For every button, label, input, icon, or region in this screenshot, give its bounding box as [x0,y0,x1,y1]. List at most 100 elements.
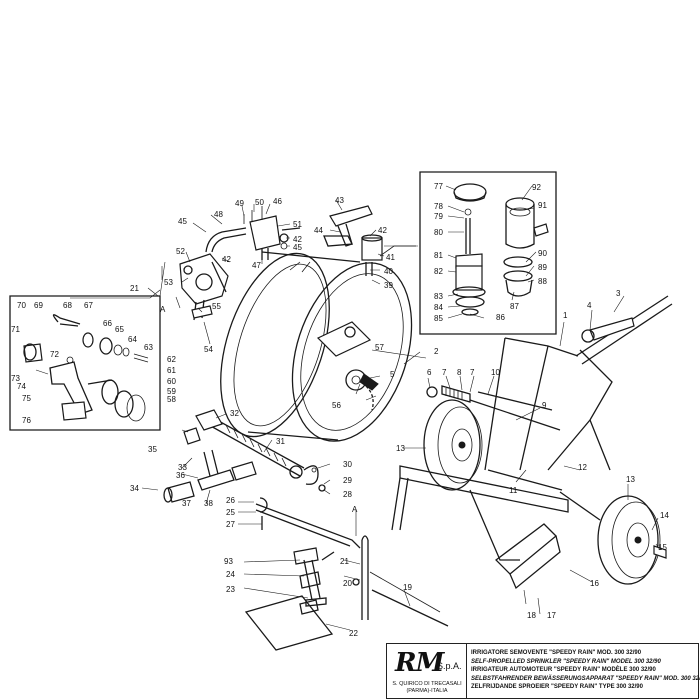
callout: 89 [538,263,547,272]
inset-piston-detail [419,171,557,335]
callout: 2 [434,347,439,356]
company-suffix: S.p.A. [437,661,462,671]
callout: 3 [616,289,621,298]
callout: 64 [128,335,137,344]
hose-reel-drum [220,251,413,442]
callout: 68 [63,301,72,310]
guide-rod [371,589,449,627]
callout: 35 [148,445,157,454]
section-mark-a: A [352,505,358,514]
callout: 41 [386,253,395,262]
callout: 23 [226,585,235,594]
callout-labels: 1 2 3 4 5 6 7 7 8 9 10 11 12 13 13 14 15… [11,182,669,638]
callout: 65 [115,325,124,334]
callout: 31 [276,437,285,446]
callout: 1 [563,311,568,320]
callout: 66 [103,319,112,328]
callout: 17 [547,611,556,620]
callout: 44 [314,226,323,235]
inset-valve-detail [9,295,161,431]
callout: 45 [178,217,187,226]
section-marks: A A [160,305,358,514]
title-block: RM S.p.A. S. QUIRICO DI TRECASALI (PARMA… [386,643,700,699]
callout: 21 [340,557,349,566]
callout: 7 [470,368,475,377]
callout: 81 [434,251,443,260]
callout: 83 [434,292,443,301]
callout: 46 [273,197,282,206]
callout: 47 [252,261,261,270]
callout: 25 [226,508,235,517]
callout: 21 [130,284,139,293]
callout: 16 [590,579,599,588]
callout: 5 [390,370,395,379]
callout: 13 [626,475,635,484]
title-lines: IRRIGATORE SEMOVENTE "SPEEDY RAIN" MOD. … [471,649,700,692]
address-line: (PARMA)-ITALIA [406,688,448,694]
section-mark-a: A [160,305,166,314]
callout: 93 [224,557,233,566]
callout: 42 [378,226,387,235]
control-lever [323,205,416,276]
callout: 58 [167,395,176,404]
callout: 50 [255,198,264,207]
runner-skid [495,523,561,590]
company-address: S. QUIRICO DI TRECASALI (PARMA)-ITALIA [389,681,465,695]
sprinkler-arm [255,497,441,620]
base-plate [244,595,334,651]
callout: 12 [578,463,587,472]
drum-sprocket [345,369,379,411]
right-wheel [597,495,667,585]
tow-bar [575,295,673,365]
callout: 4 [587,301,592,310]
callout: 69 [34,301,43,310]
callout: 33 [178,463,187,472]
sprinkler-gun [293,547,335,607]
trolley-frame [391,337,613,561]
callout: 36 [176,471,185,480]
callout: 40 [384,267,393,276]
callout: 8 [457,368,462,377]
callout: 92 [532,183,541,192]
callout: 11 [509,486,518,495]
callout: 76 [22,416,31,425]
callout: 27 [226,520,235,529]
callout: 52 [176,247,185,256]
callout: 84 [434,303,443,312]
leader-lines [70,185,661,631]
callout: 74 [17,382,26,391]
title-line-it: IRRIGATORE SEMOVENTE "SPEEDY RAIN" MOD. … [471,650,642,656]
callout: 90 [538,249,547,258]
callout: 6 [427,368,432,377]
callout: 20 [343,579,352,588]
callout: 78 [434,202,443,211]
callout: 10 [491,368,500,377]
chain-hook [303,465,326,492]
title-line-en: SELF-PROPELLED SPRINKLER "SPEEDY RAIN" M… [471,658,661,665]
callout: 32 [230,409,239,418]
callout: 13 [396,444,405,453]
callout: 67 [84,301,93,310]
callout: 30 [343,460,352,469]
callout: 14 [660,511,669,520]
callout: 70 [17,301,26,310]
callout: 28 [343,490,352,499]
callout: 39 [384,281,393,290]
hydraulic-valve [205,206,301,260]
callout: 87 [510,302,519,311]
callout: 80 [434,228,443,237]
callout: 43 [335,196,344,205]
callout: 59 [167,387,176,396]
callout: 54 [204,345,213,354]
left-wheel [423,399,483,491]
callout: 37 [182,499,191,508]
title-line-nl: ZELFRIJDANDE SPROEIER "SPEEDY RAIN" TYPE… [471,684,643,691]
callout: 56 [332,401,341,410]
callout: 15 [658,543,667,552]
logo-mark: RM [395,648,444,678]
callout: 53 [164,278,173,287]
callout: 82 [434,267,443,276]
callout: 57 [375,343,384,352]
callout: 48 [214,210,223,219]
